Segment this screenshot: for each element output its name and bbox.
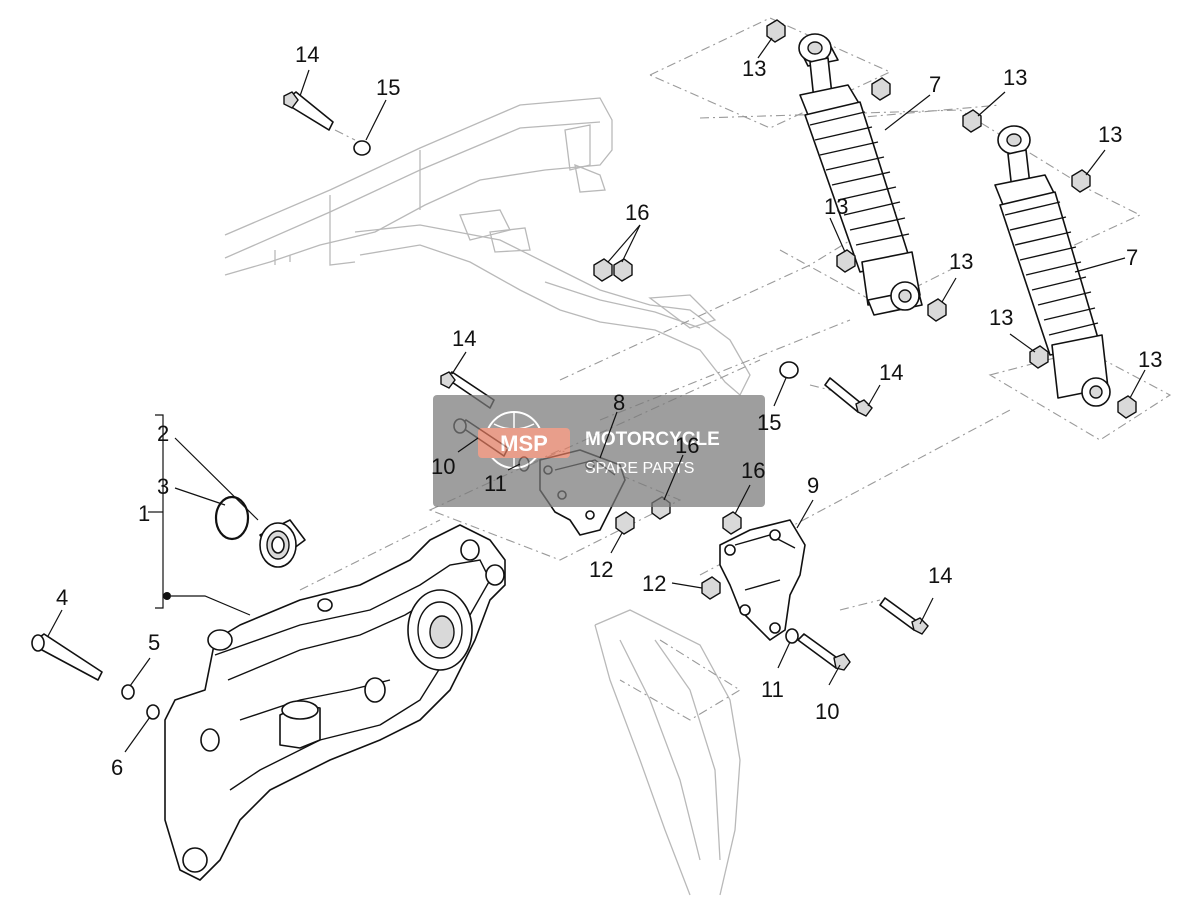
bolt-4: [31, 633, 103, 681]
swing-arm: [164, 524, 506, 881]
frame-ghost: [224, 97, 751, 397]
callout-13-c: 13: [1098, 122, 1122, 147]
callout-14-top: 14: [295, 42, 319, 67]
washer-11-lower: [785, 628, 799, 644]
washer-15-top: [353, 140, 371, 156]
watermark-line2: SPARE PARTS: [585, 460, 694, 477]
washer-6: [146, 704, 160, 720]
callout-11-upper: 11: [484, 471, 507, 496]
nut-13-e: [836, 249, 856, 273]
callout-1: 1: [138, 501, 150, 526]
callout-13-g: 13: [1138, 347, 1162, 372]
callout-9: 9: [807, 473, 819, 498]
watermark-logo: MSP: [500, 431, 548, 456]
bolt-14-low: [879, 597, 929, 635]
callout-labels: 1 2 3 4 5 6 7 7 8 9 10 10 11 11 12 12 13…: [56, 42, 1162, 780]
callout-13-b: 13: [1003, 65, 1027, 90]
callout-8: 8: [613, 390, 625, 415]
watermark-panel: [433, 395, 765, 507]
nut-13-g: [1029, 345, 1049, 369]
fender-ghost: [594, 609, 741, 896]
callout-13-e: 13: [949, 249, 973, 274]
callout-3: 3: [157, 474, 169, 499]
washer-5: [121, 684, 135, 700]
nut-16-top-a: [593, 258, 613, 282]
callout-2: 2: [157, 421, 169, 446]
callout-7-right: 7: [1126, 245, 1138, 270]
nut-13-c: [962, 109, 982, 133]
callout-14-right: 14: [879, 360, 903, 385]
bracket-9: [719, 519, 806, 641]
callout-16-right: 16: [741, 458, 765, 483]
callout-13-d: 13: [824, 194, 848, 219]
callout-11-lower: 11: [761, 677, 784, 702]
nut-12-lower: [701, 576, 721, 600]
callout-14-low: 14: [928, 563, 952, 588]
callout-5: 5: [148, 630, 160, 655]
callout-7-left: 7: [929, 72, 941, 97]
nut-13-d: [1071, 169, 1091, 193]
nut-13-h: [1117, 395, 1137, 419]
callout-15-right: 15: [757, 410, 781, 435]
callout-14-mid: 14: [452, 326, 476, 351]
callout-12-upper: 12: [589, 557, 613, 582]
callout-10-upper: 10: [431, 454, 455, 479]
nut-13-a: [766, 19, 786, 43]
leader-lines: [47, 37, 1146, 753]
nut-16-top-b: [613, 258, 633, 282]
callout-15-top: 15: [376, 75, 400, 100]
watermark-logo-badge: [478, 428, 570, 458]
nut-12-upper: [615, 511, 635, 535]
bearing-2: [259, 519, 306, 568]
callout-12-lower: 12: [642, 571, 666, 596]
circlip-3: [214, 495, 250, 541]
shock-absorber-right: [994, 125, 1111, 407]
nut-13-f: [927, 298, 947, 322]
nut-16-right: [722, 511, 742, 535]
callout-4: 4: [56, 585, 68, 610]
callout-16-mid: 16: [675, 433, 699, 458]
bolt-10-lower: [797, 633, 851, 671]
callout-6: 6: [111, 755, 123, 780]
callout-13-a: 13: [742, 56, 766, 81]
bolt-14-right: [824, 377, 873, 417]
watermark-line1: MOTORCYCLE: [585, 429, 720, 450]
callout-10-lower: 10: [815, 699, 839, 724]
nut-13-b: [871, 77, 891, 101]
shock-absorber-left: [798, 33, 923, 316]
callout-13-f: 13: [989, 305, 1013, 330]
washer-15-right: [779, 361, 799, 379]
watermark: MSP MOTORCYCLE SPARE PARTS: [433, 395, 765, 507]
bolt-14-top: [283, 91, 334, 131]
nut-13-group: [766, 19, 1137, 419]
callout-16-top: 16: [625, 200, 649, 225]
